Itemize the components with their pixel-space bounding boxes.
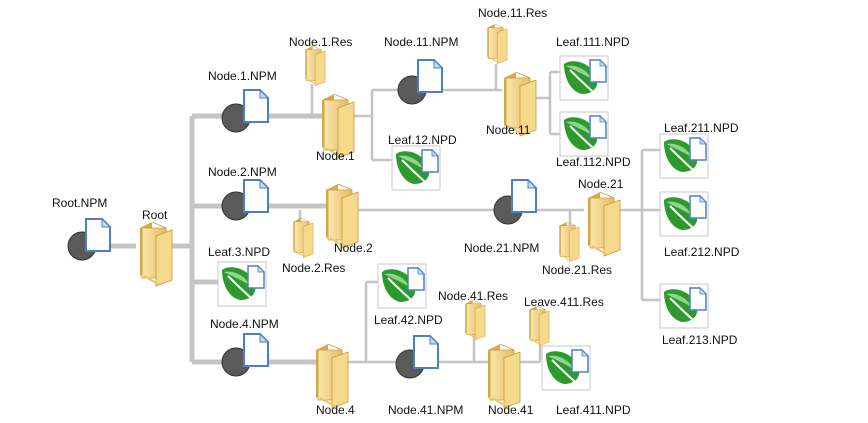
node2-res-label: Node.2.Res (282, 261, 345, 275)
folder-icon (487, 343, 521, 409)
leaf212-label: Leaf.212.NPD (664, 245, 740, 259)
node4-folder-node: Node.4 (315, 343, 355, 417)
folder-icon (587, 191, 621, 257)
leaf213-node: Leaf.213.NPD (659, 283, 738, 347)
folder-icon (325, 183, 359, 249)
folder-icon (486, 23, 508, 65)
leaf-icon (559, 111, 609, 157)
root-npm-label: Root.NPM (52, 196, 107, 210)
node2-label: Node.2 (334, 241, 373, 255)
node41-label: Node.41 (488, 403, 534, 417)
leaf212-node: Leaf.212.NPD (659, 191, 740, 259)
folder-icon (528, 305, 550, 347)
document-icon (243, 333, 269, 367)
node41-res-label: Node.41.Res (438, 289, 508, 303)
node1-npm-node: Node.1.NPM (208, 69, 277, 133)
folder-icon (304, 45, 326, 87)
node21-res-label: Node.21.Res (542, 263, 612, 277)
node41-folder-node: Node.41 (487, 343, 534, 417)
leaf42-label: Leaf.42.NPD (374, 313, 443, 327)
node2-res-node: Node.2.Res (282, 217, 345, 275)
document-icon (85, 218, 111, 252)
folder-icon (139, 221, 173, 287)
leaf-icon (217, 261, 267, 307)
leaf411-label: Leaf.411.NPD (556, 403, 631, 417)
leaf12-node: Leaf.12.NPD (388, 133, 457, 191)
node21-npm-label: Node.21.NPM (464, 241, 539, 255)
folder-icon (558, 221, 580, 263)
leaf-icon (391, 145, 441, 191)
leaf112-label: Leaf.112.NPD (556, 155, 631, 169)
node2-npm-label: Node.2.NPM (208, 165, 277, 179)
leaf-icon (559, 55, 609, 101)
node1-res-label: Node.1.Res (289, 35, 352, 49)
node21-folder-node: Node.21 (578, 177, 624, 257)
leaf211-node: Leaf.211.NPD (659, 121, 739, 179)
node11-label: Node.11 (486, 123, 531, 137)
leaf-icon (541, 345, 591, 391)
node41-res-node: Node.41.Res (438, 289, 508, 341)
document-icon (243, 179, 269, 213)
leaf411-node: Leaf.411.NPD (541, 345, 631, 417)
node2-npm-node: Node.2.NPM (208, 165, 277, 221)
leaf-icon (659, 283, 709, 329)
node21-res-node: Node.21.Res (542, 221, 612, 277)
folder-icon (464, 299, 486, 341)
node21-npm-node: Node.21.NPM (464, 179, 539, 255)
leaf3-node: Leaf.3.NPD (208, 245, 270, 307)
root-folder-node: Root (139, 208, 173, 287)
node4-npm-label: Node.4.NPM (210, 317, 279, 331)
leave411-res-label: Leave.411.Res (524, 295, 604, 309)
node11-folder-node: Node.11 (486, 71, 537, 137)
leaf211-label: Leaf.211.NPD (664, 121, 739, 135)
folder-icon (292, 217, 314, 259)
node41-npm-node: Node.41.NPM (388, 335, 463, 417)
leaf-icon (659, 191, 709, 237)
node4-npm-node: Node.4.NPM (210, 317, 279, 377)
node11-res-node: Node.11.Res (478, 6, 547, 65)
node2-folder-node: Node.2 (325, 183, 373, 255)
leaf111-node: Leaf.111.NPD (556, 35, 630, 101)
node4-label: Node.4 (316, 403, 355, 417)
leaf112-node: Leaf.112.NPD (556, 111, 631, 169)
node1-npm-label: Node.1.NPM (208, 69, 277, 83)
node1-label: Node.1 (316, 149, 355, 163)
node41-npm-label: Node.41.NPM (388, 403, 463, 417)
folder-icon (315, 343, 349, 409)
leaf12-label: Leaf.12.NPD (388, 133, 457, 147)
document-icon (243, 89, 269, 123)
node1-folder-node: Node.1 (316, 93, 355, 163)
leaf3-label: Leaf.3.NPD (208, 245, 270, 259)
leaf42-node: Leaf.42.NPD (374, 263, 443, 327)
root-npm-node: Root.NPM (52, 196, 111, 261)
node11-npm-label: Node.11.NPM (384, 35, 458, 49)
root-label: Root (142, 208, 168, 222)
node1-res-node: Node.1.Res (289, 35, 352, 87)
document-icon (511, 179, 537, 213)
leaf-icon (659, 133, 709, 179)
leaf111-label: Leaf.111.NPD (556, 35, 630, 49)
node11-res-label: Node.11.Res (478, 6, 547, 20)
leaf213-label: Leaf.213.NPD (662, 333, 738, 347)
leaf-icon (377, 263, 427, 309)
leave411-res-node: Leave.411.Res (524, 295, 604, 347)
node11-npm-node: Node.11.NPM (384, 35, 458, 105)
node21-label: Node.21 (578, 177, 624, 191)
document-icon (413, 335, 439, 369)
document-icon (417, 59, 443, 93)
